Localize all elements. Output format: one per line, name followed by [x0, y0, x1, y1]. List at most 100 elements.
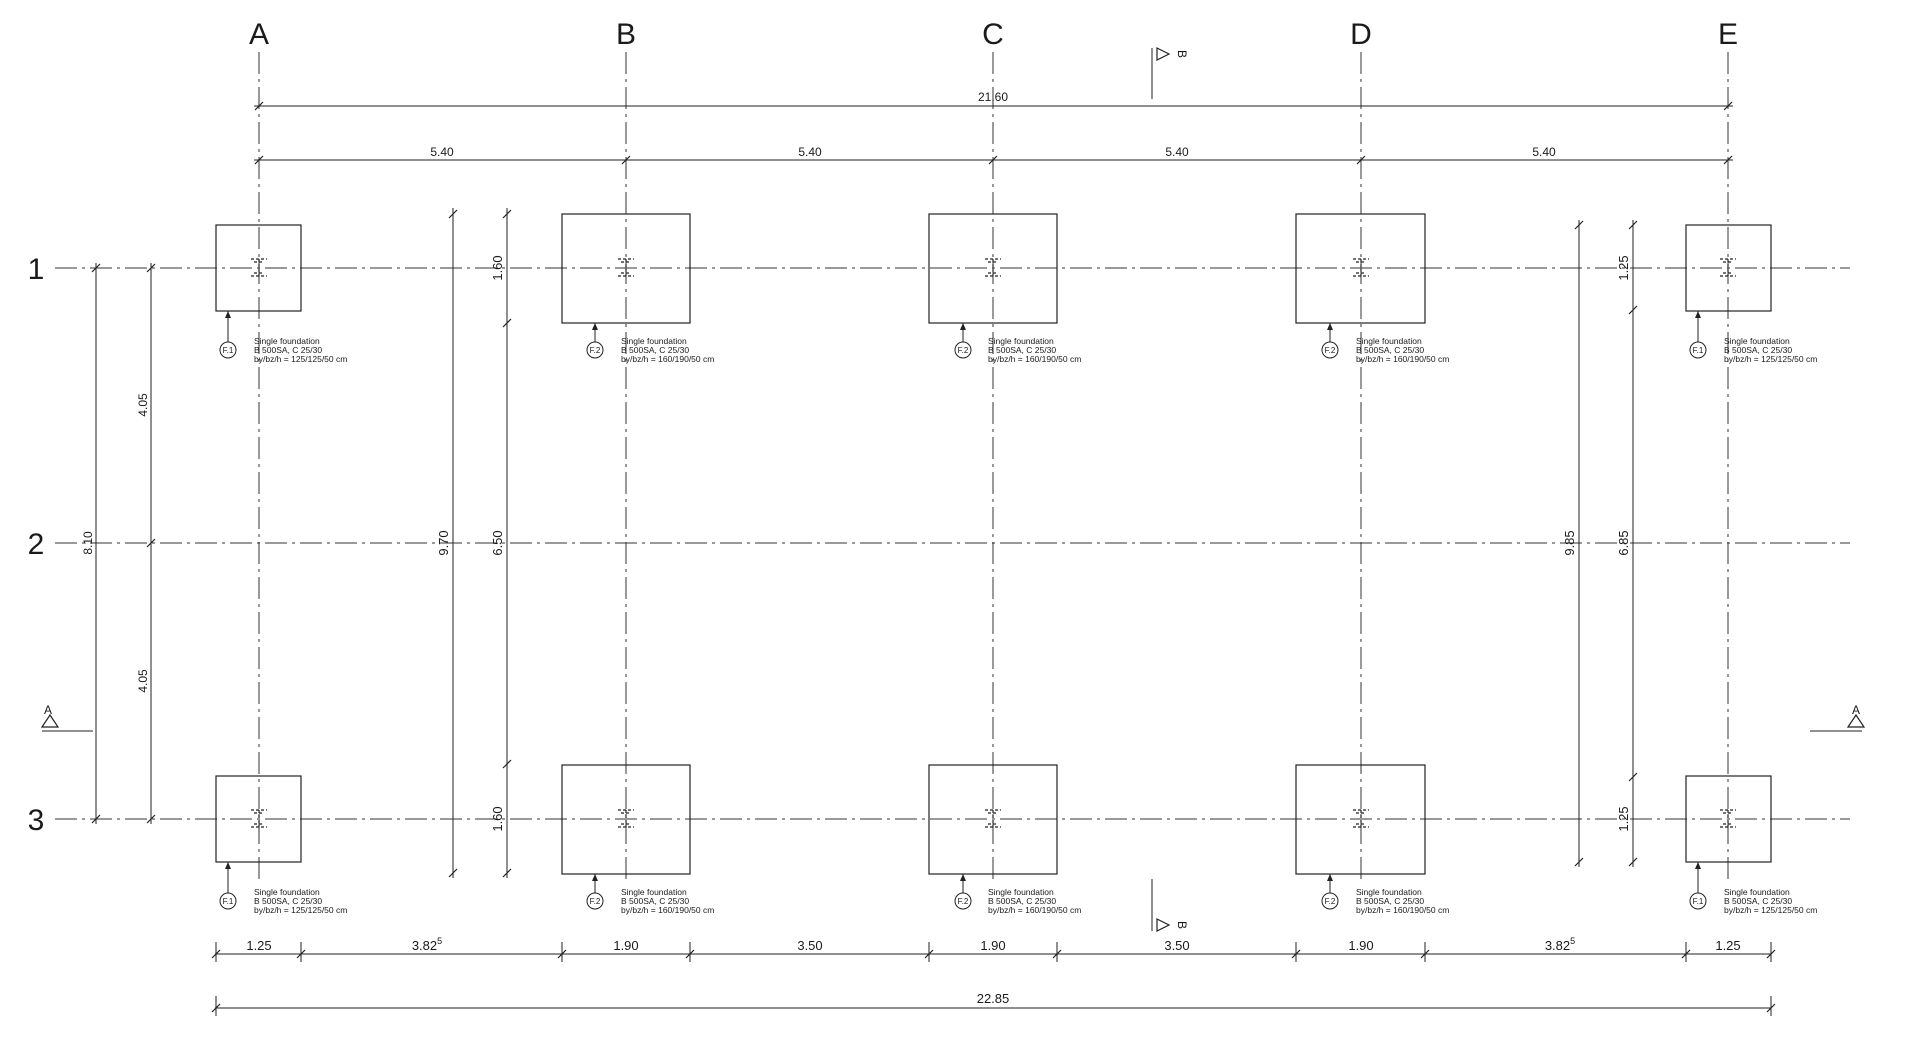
- foundation-note-line2: B 500SA, C 25/30: [254, 896, 322, 906]
- axis-label-3: 3: [28, 804, 45, 837]
- dim-bottom-8-sup: 5: [1570, 936, 1575, 946]
- foundation-a1: F.1 Single foundation B 500SA, C 25/30 b…: [215, 224, 347, 364]
- column-axes: A B C D E: [249, 18, 1738, 880]
- dim-left-total: 8.10: [81, 531, 95, 555]
- foundation-note-line3: by/bz/h = 125/125/50 cm: [1724, 905, 1817, 915]
- foundation-note-line1: Single foundation: [988, 887, 1054, 897]
- section-a-right-marker: A: [1810, 703, 1866, 732]
- foundation-tag: F.2: [590, 897, 601, 906]
- foundation-outline: [561, 764, 691, 875]
- dim-bottom-6: 3.50: [1164, 938, 1189, 953]
- foundation-note-line1: Single foundation: [1724, 336, 1790, 346]
- foundation-b1: F.2 Single foundation B 500SA, C 25/30 b…: [561, 213, 714, 364]
- foundation-note-line1: Single foundation: [988, 336, 1054, 346]
- foundation-note-line1: Single foundation: [1724, 887, 1790, 897]
- column-icon: [618, 258, 634, 277]
- dim-right-part-3: 1.25: [1616, 806, 1631, 831]
- foundation-tag: F.1: [223, 897, 234, 906]
- foundation-tag: F.2: [958, 897, 969, 906]
- column-icon: [1353, 809, 1369, 828]
- foundation-note-line2: B 500SA, C 25/30: [621, 345, 689, 355]
- axis-label-b: B: [616, 18, 636, 51]
- foundation-note-line3: by/bz/h = 160/190/50 cm: [621, 905, 714, 915]
- foundation-a3: F.1 Single foundation B 500SA, C 25/30 b…: [215, 775, 347, 915]
- foundation-d1: F.2 Single foundation B 500SA, C 25/30 b…: [1295, 213, 1449, 364]
- foundation-note-line3: by/bz/h = 160/190/50 cm: [621, 354, 714, 364]
- foundation-b3: F.2 Single foundation B 500SA, C 25/30 b…: [561, 764, 714, 915]
- dim-bay-ab: 5.40: [430, 145, 454, 159]
- column-icon: [251, 809, 267, 828]
- column-icon: [1720, 258, 1736, 277]
- foundation-note-line2: B 500SA, C 25/30: [1724, 896, 1792, 906]
- dim-bottom-5: 1.90: [980, 938, 1005, 953]
- axis-label-1: 1: [28, 253, 45, 286]
- foundation-note-line2: B 500SA, C 25/30: [988, 896, 1056, 906]
- dim-left-inner-part-1: 1.60: [490, 255, 505, 280]
- section-a-left-marker: A: [40, 703, 93, 732]
- foundation-note-line2: B 500SA, C 25/30: [988, 345, 1056, 355]
- foundation-note-line3: by/bz/h = 125/125/50 cm: [1724, 354, 1817, 364]
- foundation-note-line3: by/bz/h = 160/190/50 cm: [1356, 354, 1449, 364]
- dim-bay-bc: 5.40: [798, 145, 822, 159]
- dim-overall-top: 21.60: [978, 90, 1008, 104]
- foundation-note-line1: Single foundation: [621, 336, 687, 346]
- foundation-note-line3: by/bz/h = 125/125/50 cm: [254, 905, 347, 915]
- foundation-note-line2: B 500SA, C 25/30: [254, 345, 322, 355]
- column-icon: [985, 809, 1001, 828]
- foundation-tag: F.1: [1693, 897, 1704, 906]
- foundation-c1: F.2 Single foundation B 500SA, C 25/30 b…: [928, 213, 1081, 364]
- left-dimension-lines: 8.10 4.05 4.05 9.70 1.60 6.50 1.60: [81, 208, 512, 878]
- foundation-outline: [928, 213, 1058, 324]
- column-icon: [1353, 258, 1369, 277]
- axis-label-a: A: [249, 18, 269, 51]
- dim-bay-de: 5.40: [1532, 145, 1556, 159]
- dim-bottom-4: 3.50: [797, 938, 822, 953]
- foundation-e3: F.1 Single foundation B 500SA, C 25/30 b…: [1685, 775, 1817, 915]
- section-markers: A A B B: [40, 47, 1866, 932]
- bottom-dimension-lines: 1.25 3.825 1.90 3.50 1.90 3.50 1.90 3.82…: [211, 936, 1776, 1016]
- column-icon: [1720, 809, 1736, 828]
- foundation-note-line1: Single foundation: [1356, 887, 1422, 897]
- dim-bay-cd: 5.40: [1165, 145, 1189, 159]
- foundation-note-line1: Single foundation: [1356, 336, 1422, 346]
- section-b-top-marker: B: [1151, 47, 1189, 99]
- foundation-note-line1: Single foundation: [254, 336, 320, 346]
- foundation-note-line3: by/bz/h = 125/125/50 cm: [254, 354, 347, 364]
- dim-bottom-total: 22.85: [977, 991, 1010, 1006]
- axis-label-2: 2: [28, 528, 45, 561]
- column-icon: [985, 258, 1001, 277]
- foundation-note-line3: by/bz/h = 160/190/50 cm: [988, 354, 1081, 364]
- dim-left-inner-part-3: 1.60: [490, 806, 505, 831]
- section-a-left-label: A: [44, 703, 52, 717]
- foundation-note-line1: Single foundation: [621, 887, 687, 897]
- axis-label-c: C: [982, 18, 1004, 51]
- dim-bottom-9: 1.25: [1715, 938, 1740, 953]
- foundation-tag: F.2: [1325, 346, 1336, 355]
- dim-bottom-7: 1.90: [1348, 938, 1373, 953]
- right-dimension-lines: 9.85 1.25 6.85 1.25: [1562, 220, 1638, 867]
- section-a-right-label: A: [1852, 703, 1860, 717]
- dim-bottom-8: 3.825: [1545, 936, 1575, 953]
- foundation-outline: [1295, 764, 1426, 875]
- dim-right-total: 9.85: [1562, 530, 1577, 555]
- foundation-tag: F.2: [590, 346, 601, 355]
- column-icon: [251, 258, 267, 277]
- foundation-outline: [1295, 213, 1426, 324]
- dim-left-part-2: 4.05: [136, 669, 150, 693]
- foundation-c3: F.2 Single foundation B 500SA, C 25/30 b…: [928, 764, 1081, 915]
- section-b-bottom-marker: B: [1151, 879, 1189, 932]
- foundation-outline: [928, 764, 1058, 875]
- foundation-outline: [1685, 224, 1772, 312]
- foundation-outline: [215, 775, 302, 863]
- dim-right-part-2: 6.85: [1616, 530, 1631, 555]
- foundation-note-line2: B 500SA, C 25/30: [1724, 345, 1792, 355]
- foundation-outline: [1685, 775, 1772, 863]
- foundation-note-line2: B 500SA, C 25/30: [1356, 896, 1424, 906]
- dim-bottom-2: 3.825: [412, 936, 442, 953]
- foundation-tag: F.1: [223, 346, 234, 355]
- foundation-tag: F.2: [1325, 897, 1336, 906]
- dim-left-part-1: 4.05: [136, 393, 150, 417]
- foundation-tag: F.1: [1693, 346, 1704, 355]
- foundation-outline: [215, 224, 302, 312]
